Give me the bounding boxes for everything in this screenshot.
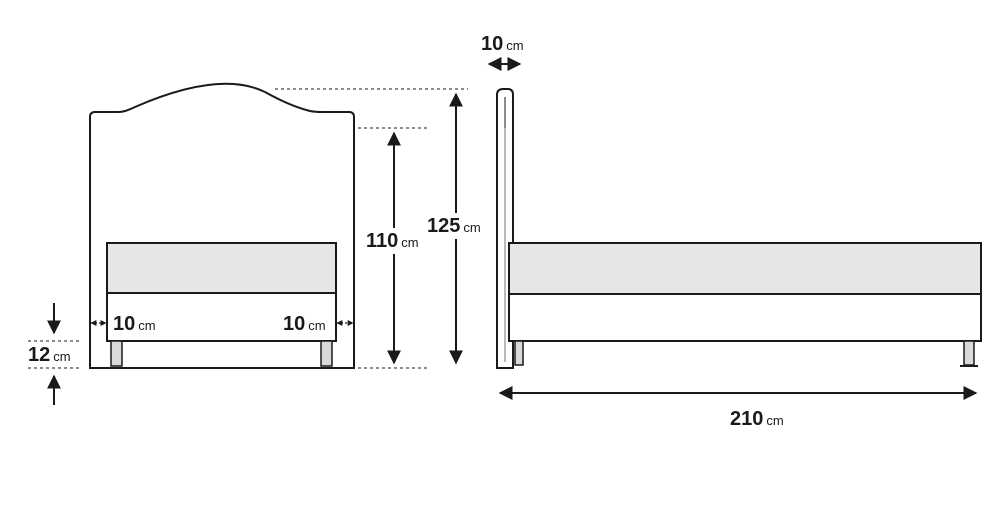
leg-side-head — [514, 340, 524, 366]
leg-front-left — [110, 340, 123, 367]
label-bg-110 — [362, 228, 424, 254]
bed-base-side — [508, 293, 982, 342]
bed-base-front — [106, 292, 337, 342]
leg-front-right — [320, 340, 333, 367]
mattress-side — [508, 242, 982, 295]
label-bg-125 — [424, 213, 488, 239]
mattress-front — [106, 242, 337, 294]
leg-side-foot — [963, 340, 975, 366]
